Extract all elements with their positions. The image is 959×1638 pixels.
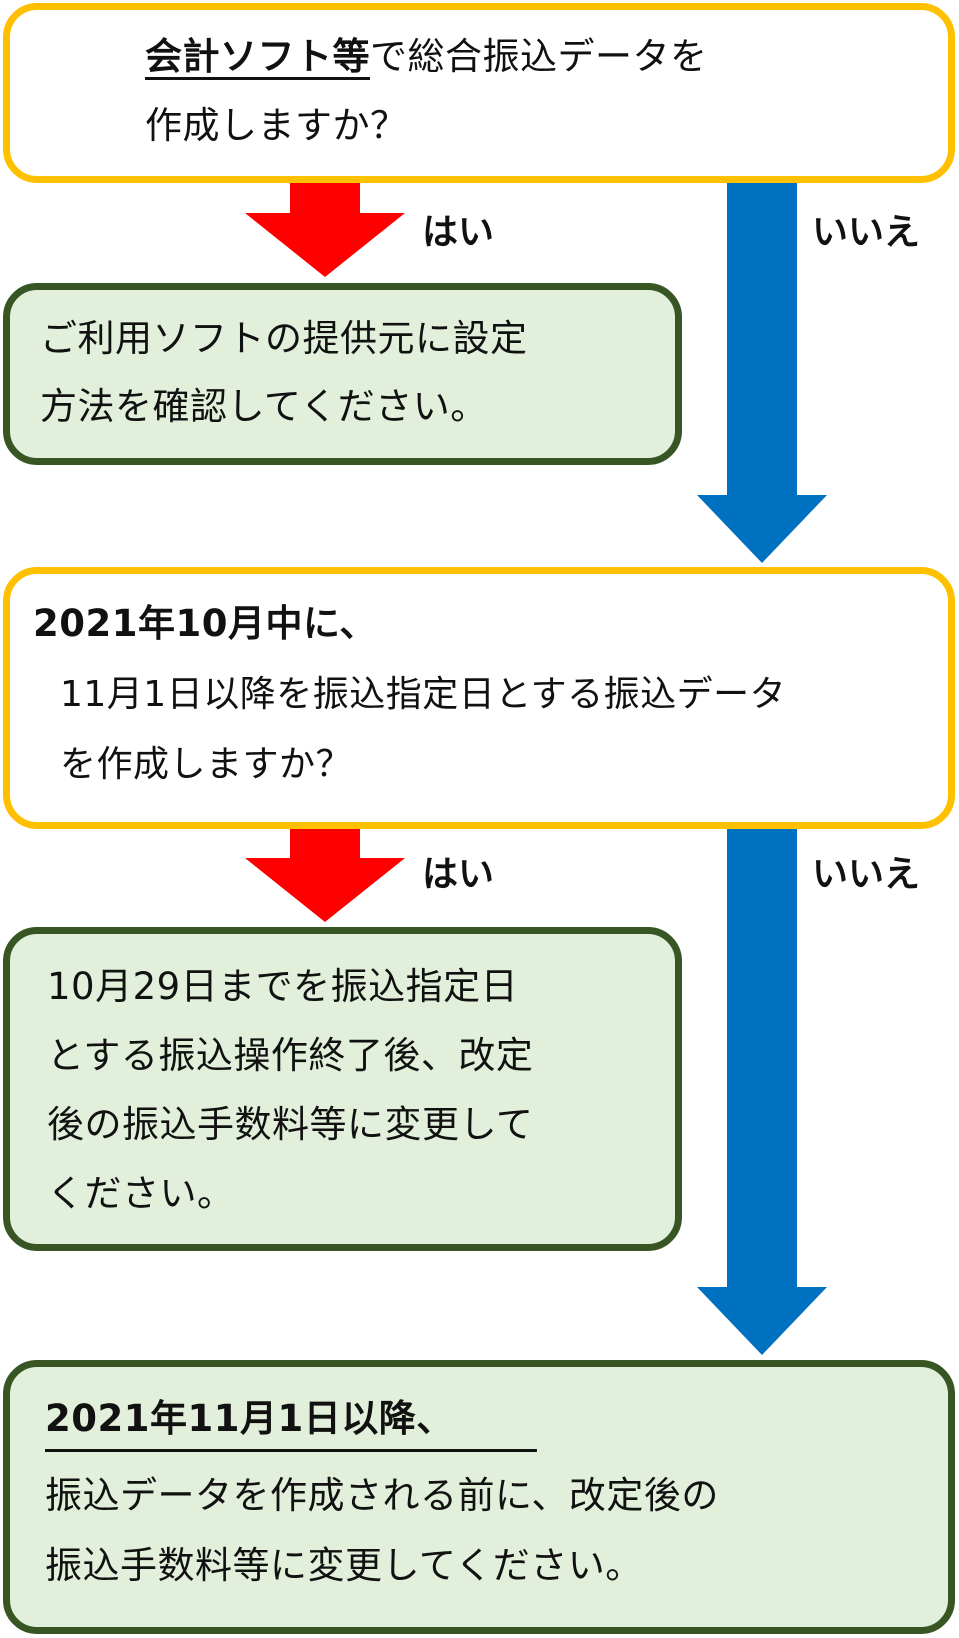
- yes-arrow-2: [245, 828, 405, 922]
- answer-3-line-1: 2021年11月1日以降、: [45, 1397, 454, 1440]
- question-1-box: [3, 3, 955, 183]
- answer-3-line-3: 振込手数料等に変更してください。: [45, 1544, 643, 1587]
- question-1-emphasis: 会計ソフト等: [145, 35, 370, 78]
- answer-2-line-1: 10月29日までを振込指定日: [47, 965, 519, 1008]
- answer-2-box: [3, 927, 682, 1251]
- question-2-line-2: 11月1日以降を振込指定日とする振込データ: [60, 674, 787, 715]
- question-2-line-3: を作成しますか？: [60, 744, 353, 785]
- question-1-line-2: 作成しますか？: [145, 104, 408, 147]
- yes-label-2: はい: [422, 854, 495, 895]
- answer-2-line-2: とする振込操作終了後、改定: [47, 1034, 534, 1077]
- answer-3-line-2: 振込データを作成される前に、改定後の: [45, 1474, 719, 1517]
- answer-2-line-4: ください。: [47, 1172, 235, 1215]
- answer-3-box: [3, 1360, 955, 1634]
- answer-2-line-3: 後の振込手数料等に変更して: [47, 1103, 534, 1146]
- answer-1-line-2: 方法を確認してください。: [40, 385, 488, 428]
- no-arrow-1: [697, 180, 827, 563]
- answer-3-underline: [45, 1449, 537, 1452]
- answer-1-line-1: ご利用ソフトの提供元に設定: [40, 317, 528, 360]
- question-2-line-1: 2021年10月中に、: [33, 602, 377, 645]
- no-arrow-2: [697, 828, 827, 1355]
- question-2-box: [3, 567, 955, 829]
- question-1-line-1-rest: で総合振込データを: [370, 35, 708, 78]
- question-1-line-1: 会計ソフト等で総合振込データを: [145, 38, 708, 75]
- yes-label-1: はい: [422, 212, 495, 253]
- yes-arrow-1: [245, 180, 405, 277]
- no-label-2: いいえ: [812, 854, 921, 895]
- no-label-1: いいえ: [812, 212, 921, 253]
- answer-1-box: [3, 283, 682, 465]
